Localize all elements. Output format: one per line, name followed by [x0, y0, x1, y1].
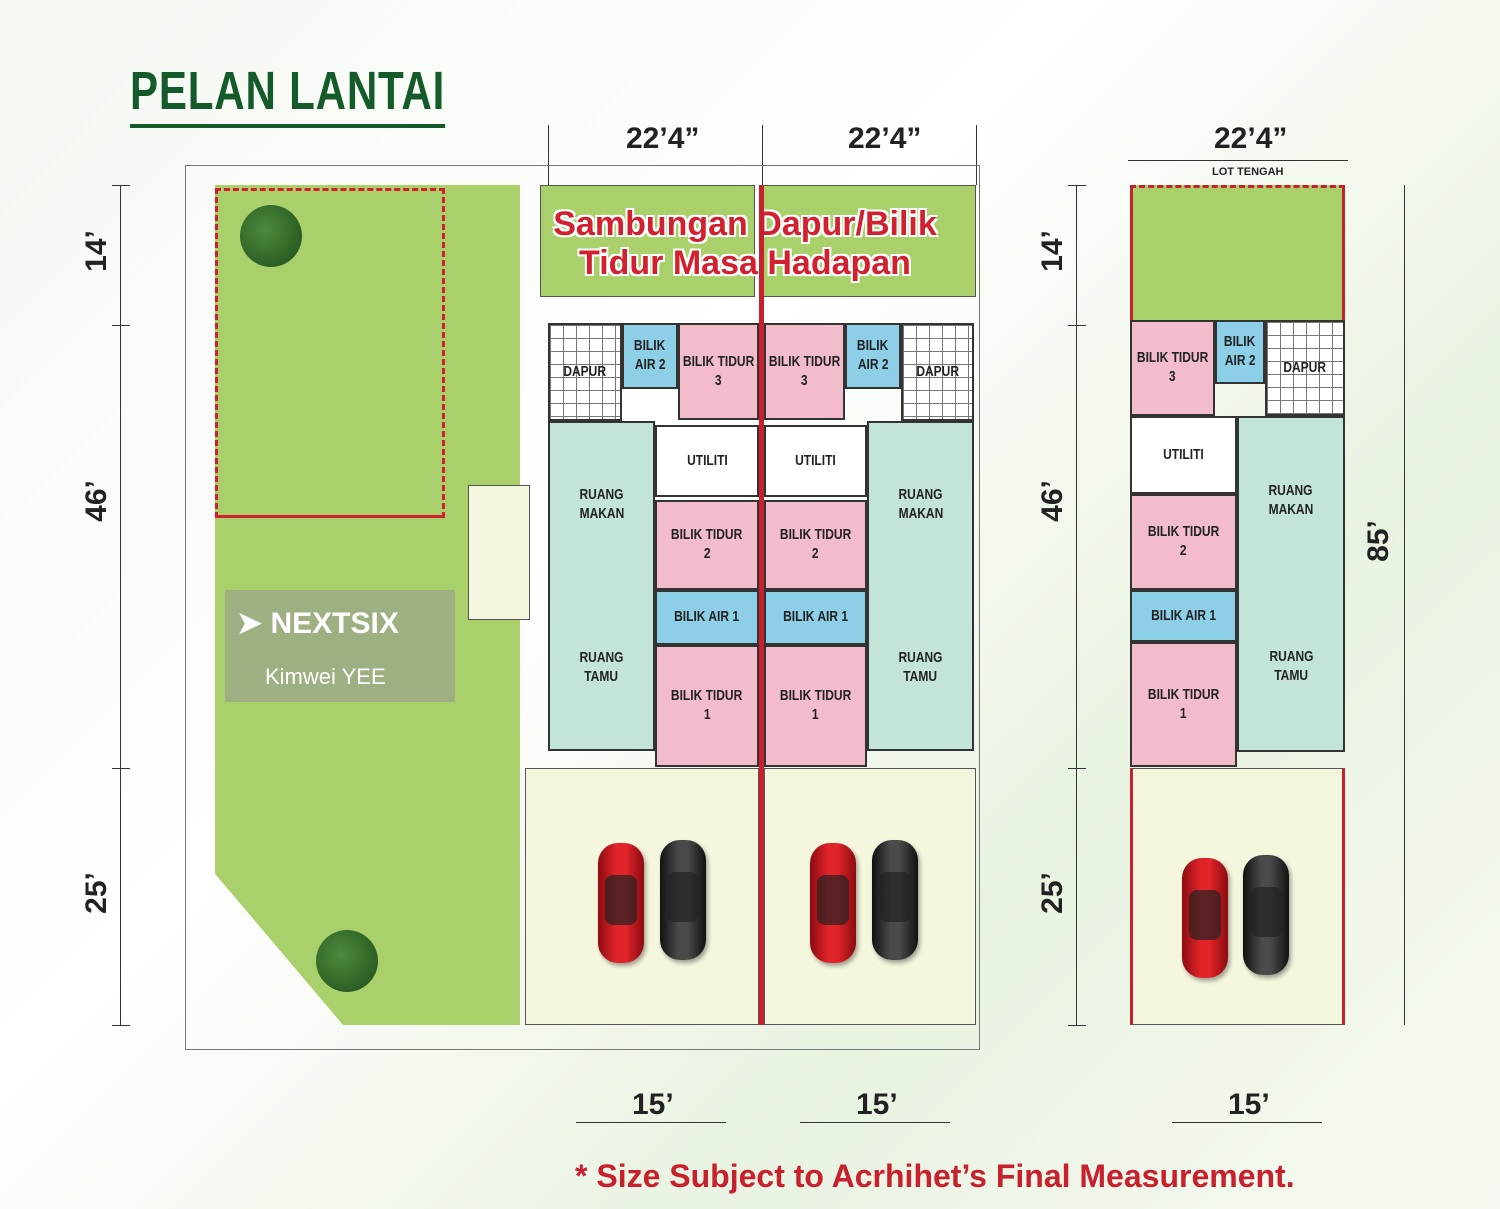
dim-tick — [112, 325, 130, 326]
car-icon — [598, 843, 644, 963]
dim-line — [548, 125, 549, 185]
dim-tick — [1068, 325, 1086, 326]
car-porch-right — [764, 768, 976, 1025]
dim-depth-front: 14’ — [1035, 230, 1069, 272]
dim-width-right: 22’4” — [848, 122, 922, 155]
dim-depth-total: 85’ — [1361, 520, 1395, 562]
room-bilik-air-1: BILIK AIR 1 — [764, 590, 867, 645]
dim-tick — [112, 1025, 130, 1026]
footnote: * Size Subject to Acrhihet’s Final Measu… — [575, 1158, 1295, 1194]
dim-line — [976, 125, 977, 185]
car-icon — [872, 840, 918, 960]
dim-depth-house: 46’ — [1035, 480, 1069, 522]
room-dapur: DAPUR — [901, 323, 974, 421]
car-porch — [1130, 768, 1345, 1025]
party-wall — [759, 185, 764, 1025]
rear-garden — [1130, 185, 1345, 320]
lot-label: LOT TENGAH — [1212, 166, 1284, 178]
extension-note-line: Sambungan Dapur/Bilik — [553, 205, 937, 243]
dim-width-intermediate: 22’4” — [1214, 122, 1288, 155]
dim-line — [120, 185, 121, 1025]
dim-depth-house: 46’ — [79, 480, 113, 522]
boundary-line — [215, 188, 445, 518]
dim-gate-right: 15’ — [856, 1088, 898, 1121]
watermark-agent: Kimwei YEE — [265, 664, 386, 689]
front-extension-left — [540, 185, 755, 297]
dim-line — [1404, 185, 1405, 1025]
tree-icon — [240, 205, 302, 267]
dim-depth-front: 14’ — [79, 230, 113, 272]
front-extension-right — [762, 185, 976, 297]
dim-line — [1172, 1122, 1322, 1123]
dim-tick — [112, 768, 130, 769]
dim-tick — [1068, 1025, 1086, 1026]
dim-tick — [1068, 768, 1086, 769]
room-utiliti: UTILITI — [764, 425, 867, 497]
side-extension — [468, 485, 530, 620]
dim-line — [576, 1122, 726, 1123]
watermark-brand: ➤ NEXTSIX — [237, 607, 399, 640]
dim-tick — [112, 185, 130, 186]
dim-gate-left: 15’ — [632, 1088, 674, 1121]
dim-line — [1128, 160, 1348, 161]
room-dapur: DAPUR — [548, 323, 622, 421]
dim-line — [762, 125, 763, 185]
room-bilik-air-1: BILIK AIR 1 — [1130, 590, 1237, 642]
dim-depth-porch: 25’ — [79, 872, 113, 914]
dim-tick — [1068, 185, 1086, 186]
room-bilik-air-1: BILIK AIR 1 — [655, 590, 759, 645]
room-utiliti: UTILITI — [655, 425, 759, 497]
dim-depth-porch: 25’ — [1035, 872, 1069, 914]
room-dapur: DAPUR — [1265, 320, 1345, 416]
brand-logo-icon: ➤ — [237, 607, 271, 640]
car-icon — [1182, 858, 1228, 978]
page-title: PELAN LANTAI — [130, 60, 446, 128]
lot-boundary — [185, 165, 980, 1050]
car-icon — [1243, 855, 1289, 975]
dim-line — [800, 1122, 950, 1123]
dim-line — [1076, 185, 1077, 1025]
car-icon — [660, 840, 706, 960]
watermark: ➤ NEXTSIX Kimwei YEE — [225, 590, 455, 702]
extension-note: Sambungan Dapur/Bilik Tidur Masa Hadapan — [520, 205, 970, 283]
dim-width-left: 22’4” — [626, 122, 700, 155]
dim-gate-intermediate: 15’ — [1228, 1088, 1270, 1121]
room-utiliti: UTILITI — [1130, 416, 1237, 494]
extension-note-line: Tidur Masa Hadapan — [579, 244, 911, 283]
tree-icon — [316, 930, 378, 992]
car-icon — [810, 843, 856, 963]
